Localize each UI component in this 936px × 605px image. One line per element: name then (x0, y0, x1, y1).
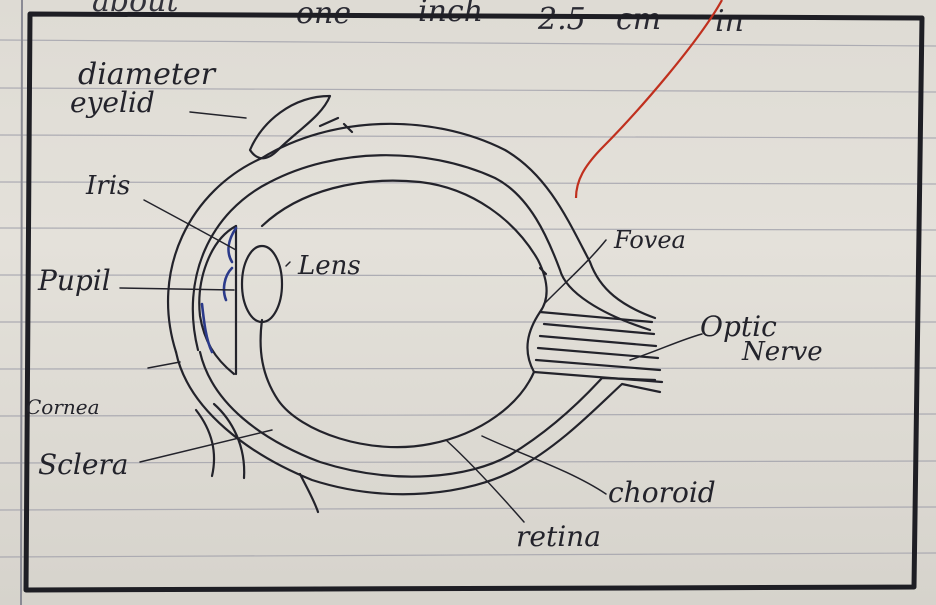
label-nerve: Nerve (741, 337, 823, 367)
label-iris: Iris (85, 171, 130, 201)
label-eyelid: eyelid (70, 86, 155, 119)
diagram-frame (26, 14, 922, 590)
red-pen-stroke (576, 0, 722, 198)
label-lens: Lens (297, 251, 361, 281)
eyelid-upper (250, 96, 330, 158)
sclera-outline (168, 124, 655, 352)
eyelid-lower (196, 404, 244, 478)
label-cornea: Cornea (26, 395, 100, 419)
label-pupil: Pupil (37, 264, 111, 297)
label-retina: retina (516, 520, 601, 553)
label-sclera: Sclera (38, 448, 128, 481)
retina-outline (261, 181, 547, 447)
optic-nerve-bundle (534, 312, 662, 382)
label-choroid: choroid (608, 476, 716, 509)
label-fovea: Fovea (613, 226, 686, 254)
lens-shape (242, 246, 282, 322)
